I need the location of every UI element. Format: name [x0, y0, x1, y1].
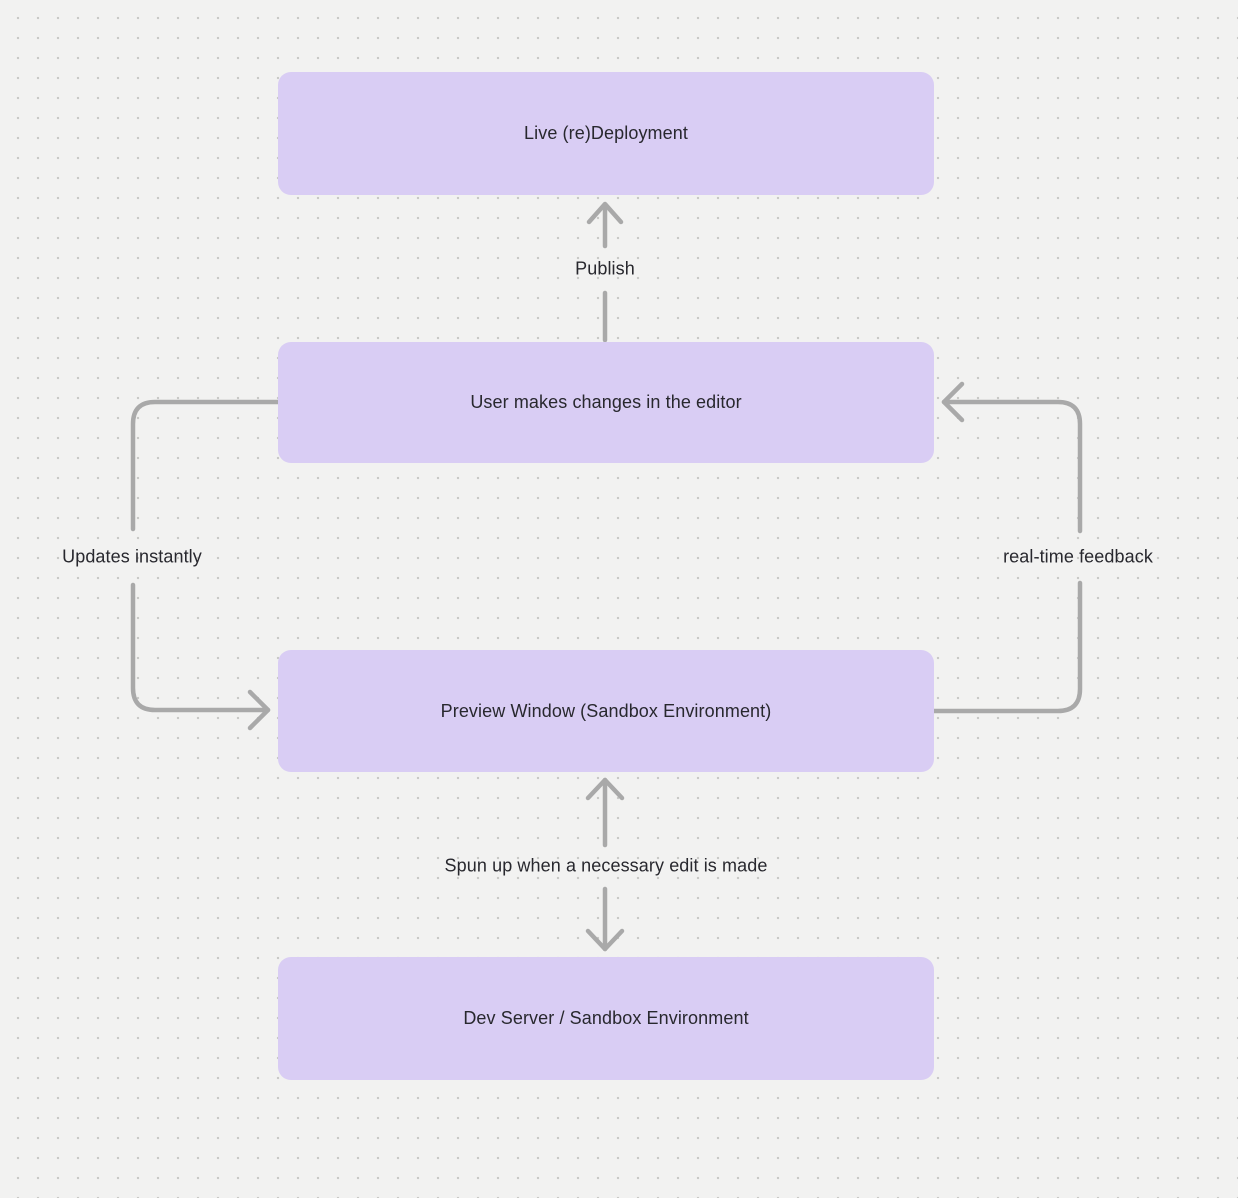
node-preview-window-label: Preview Window (Sandbox Environment) [440, 700, 772, 721]
publish-arrow-icon [586, 201, 624, 343]
node-dev-server-label: Dev Server / Sandbox Environment [463, 1008, 749, 1028]
node-editor: User makes changes in the editor [278, 342, 934, 463]
updates-instantly-arrow-icon [130, 399, 281, 731]
node-dev-server: Dev Server / Sandbox Environment [278, 957, 934, 1080]
node-editor-label: User makes changes in the editor [470, 392, 742, 412]
node-live-deployment-label: Live (re)Deployment [524, 123, 688, 143]
spun-up-down-arrow-icon [585, 886, 625, 952]
node-live-deployment: Live (re)Deployment [278, 72, 934, 195]
spun-up-up-arrow-icon [585, 777, 625, 848]
edge-label-spun-up: Spun up when a necessary edit is made [444, 855, 768, 876]
node-preview-window: Preview Window (Sandbox Environment) [278, 650, 934, 772]
edge-label-real-time-feedback: real-time feedback [1003, 546, 1153, 567]
edge-label-updates-instantly: Updates instantly [62, 546, 202, 567]
edge-label-publish: Publish [575, 258, 635, 279]
real-time-feedback-arrow-icon [931, 381, 1083, 714]
